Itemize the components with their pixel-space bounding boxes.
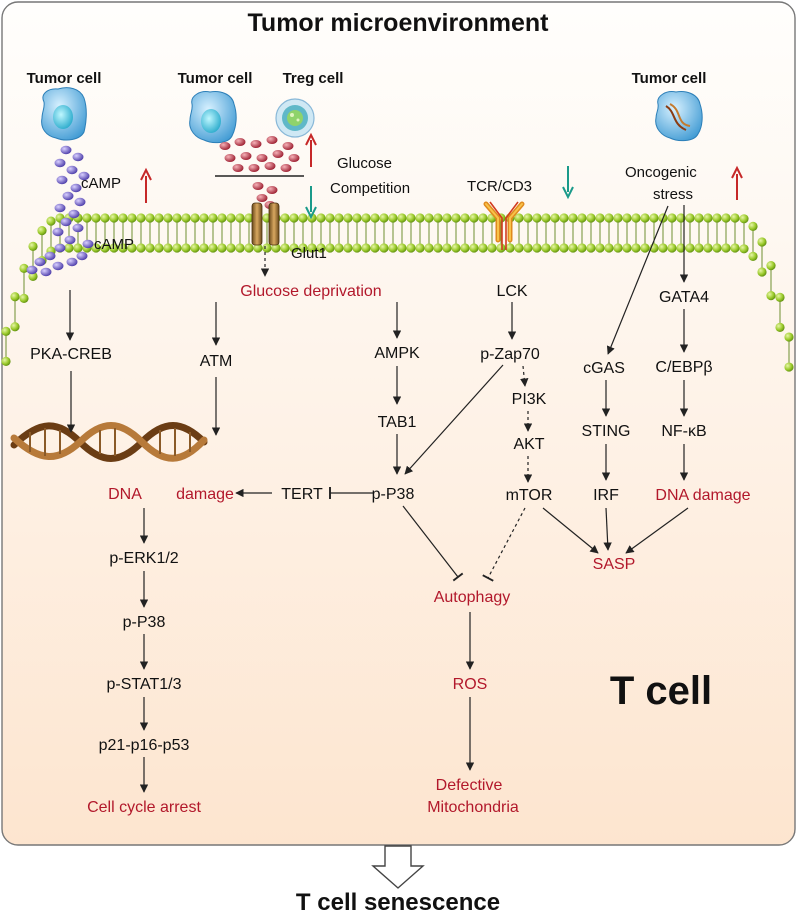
tumor-cell-left-label: Tumor cell	[27, 70, 102, 87]
cgas-node: cGAS	[583, 360, 625, 377]
treg-up-arrow-icon	[305, 132, 317, 167]
footer-title: T cell senescence	[296, 889, 500, 914]
tumor-cell-right-icon	[655, 91, 703, 142]
microenvironment-box	[1, 1, 796, 846]
tumor-cell-left-icon	[41, 87, 87, 141]
glut1-label: Glut1	[291, 245, 327, 262]
tcr-cd3-receptor-icon	[483, 201, 525, 250]
lck-node: LCK	[496, 283, 527, 300]
akt-node: AKT	[513, 436, 544, 453]
indirect-arrows	[260, 246, 533, 483]
glut1-transporter-icon	[251, 202, 280, 246]
tcr-cd3-label: TCR/CD3	[467, 178, 532, 195]
treg-cell-label: Treg cell	[283, 70, 344, 87]
defective-node: Defective	[436, 777, 503, 794]
pathway-arrows	[65, 205, 689, 793]
cebpb-node: C/EBPβ	[655, 359, 712, 376]
inhibition-lines	[329, 487, 526, 582]
pp38-mid-node: p-P38	[372, 486, 415, 503]
dna-node: DNA	[108, 486, 142, 503]
sting-node: STING	[582, 423, 631, 440]
nfkb-node: NF-κB	[661, 423, 706, 440]
gata4-node: GATA4	[659, 289, 709, 306]
pi3k-node: PI3K	[512, 391, 547, 408]
atm-node: ATM	[200, 353, 233, 370]
dna-damage-right-node: DNA damage	[655, 487, 750, 504]
damage-node: damage	[176, 486, 234, 503]
pzap70-node: p-Zap70	[480, 346, 540, 363]
autophagy-node: Autophagy	[434, 589, 511, 606]
mitochondria-node: Mitochondria	[427, 799, 519, 816]
pp38-left-node: p-P38	[123, 614, 166, 631]
oncogenic-up-arrow-icon	[731, 165, 743, 200]
glucose-deprivation-node: Glucose deprivation	[240, 283, 381, 300]
camp-top-label: cAMP	[81, 175, 121, 192]
tumor-cell-right-label: Tumor cell	[632, 70, 707, 87]
mtor-node: mTOR	[506, 487, 553, 504]
p21-node: p21-p16-p53	[99, 737, 190, 754]
oncogenic-label: Oncogenic	[625, 164, 697, 181]
glucose-molecules	[219, 136, 300, 209]
cell-cycle-node: Cell cycle arrest	[87, 799, 201, 816]
ampk-node: AMPK	[374, 345, 420, 362]
pstat-node: p-STAT1/3	[107, 676, 182, 693]
competition-label: Competition	[330, 180, 410, 197]
title: Tumor microenvironment	[248, 9, 550, 37]
t-cell-label: T cell	[610, 669, 712, 713]
camp-bottom-label: cAMP	[94, 236, 134, 253]
glucose-down-arrow-icon	[305, 186, 317, 220]
ros-node: ROS	[453, 676, 488, 693]
tumor-cell-mid-label: Tumor cell	[178, 70, 253, 87]
dna-helix-icon	[10, 422, 208, 462]
tab1-node: TAB1	[378, 414, 417, 431]
camp-up-arrow-icon	[140, 167, 152, 203]
treg-cell-icon	[275, 98, 315, 138]
perk-node: p-ERK1/2	[109, 550, 178, 567]
senescence-down-arrow-icon	[371, 845, 425, 889]
irf-node: IRF	[593, 487, 619, 504]
tcr-down-arrow-icon	[562, 166, 574, 200]
glucose-label: Glucose	[337, 155, 392, 172]
tumor-cell-mid-icon	[189, 91, 237, 144]
tert-node: TERT	[281, 486, 323, 503]
stress-label: stress	[653, 186, 693, 203]
sasp-node: SASP	[593, 556, 636, 573]
pka-creb-node: PKA-CREB	[30, 346, 112, 363]
camp-molecules	[26, 145, 94, 277]
